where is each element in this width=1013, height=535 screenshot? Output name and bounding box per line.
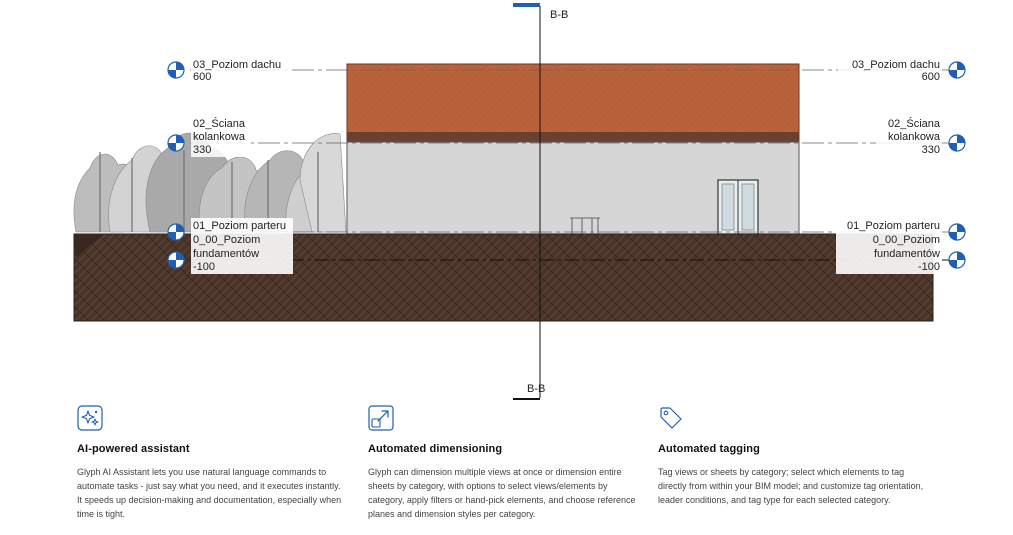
level-name-knee-wall-left-2: kolankowa: [193, 131, 246, 143]
feature-title: Automated dimensioning: [368, 443, 503, 455]
feature-title: AI-powered assistant: [77, 443, 190, 455]
feature-ai-assistant: AI-powered assistant Glyph AI Assistant …: [77, 405, 347, 521]
terrace-railing: [570, 217, 600, 234]
house-section: [346, 63, 800, 245]
level-marker-roof-right[interactable]: [948, 61, 966, 79]
section-drawing: 03_Poziom dachu 600 02_Ściana kolankowa …: [73, 3, 966, 400]
level-name-roof-left: 03_Poziom dachu: [193, 59, 281, 71]
level-elevation-foundation-left: -100: [193, 261, 215, 273]
feature-automated-dimensioning: Automated dimensioning Glyph can dimensi…: [368, 405, 638, 521]
level-marker-foundation-left[interactable]: [167, 251, 185, 269]
feature-title: Automated tagging: [658, 443, 760, 455]
sparkles-icon: [77, 405, 103, 431]
section-head-bottom[interactable]: [513, 398, 540, 400]
level-elevation-knee-wall-left: 330: [193, 144, 211, 156]
features-section: AI-powered assistant Glyph AI Assistant …: [0, 405, 1013, 535]
window: [717, 179, 759, 235]
level-marker-ground-floor-right[interactable]: [948, 223, 966, 241]
feature-automated-tagging: Automated tagging Tag views or sheets by…: [658, 405, 928, 507]
level-marker-roof-left[interactable]: [167, 61, 185, 79]
level-elevation-foundation-right: -100: [918, 261, 940, 273]
level-name-knee-wall-left-1: 02_Ściana: [193, 117, 246, 130]
roof: [346, 63, 800, 143]
resize-arrow-icon: [368, 405, 394, 431]
level-name-knee-wall-right-2: kolankowa: [888, 131, 941, 143]
level-name-foundation-right-2: fundamentów: [874, 248, 940, 260]
section-head-top[interactable]: [513, 3, 540, 7]
feature-description: Glyph AI Assistant lets you use natural …: [77, 467, 342, 519]
section-label-top: B-B: [550, 9, 568, 21]
level-marker-knee-wall-left[interactable]: [167, 134, 185, 152]
level-marker-knee-wall-right[interactable]: [948, 134, 966, 152]
feature-description: Tag views or sheets by category; select …: [658, 467, 924, 505]
level-marker-foundation-right[interactable]: [948, 251, 966, 269]
level-name-ground-floor-right: 01_Poziom parteru: [847, 220, 940, 232]
level-name-knee-wall-right-1: 02_Ściana: [888, 117, 941, 130]
feature-description: Glyph can dimension multiple views at on…: [368, 467, 636, 519]
level-name-foundation-left-1: 0_00_Poziom: [193, 234, 260, 246]
tag-icon: [660, 407, 682, 429]
level-name-foundation-right-1: 0_00_Poziom: [873, 234, 940, 246]
level-elevation-roof-left: 600: [193, 71, 211, 83]
level-elevation-roof-right: 600: [922, 71, 940, 83]
section-label-bottom: B-B: [527, 383, 545, 395]
level-name-roof-right: 03_Poziom dachu: [852, 59, 940, 71]
level-name-ground-floor-left: 01_Poziom parteru: [193, 220, 286, 232]
level-name-foundation-left-2: fundamentów: [193, 248, 259, 260]
level-elevation-knee-wall-right: 330: [922, 144, 940, 156]
level-marker-ground-floor-left[interactable]: [167, 223, 185, 241]
